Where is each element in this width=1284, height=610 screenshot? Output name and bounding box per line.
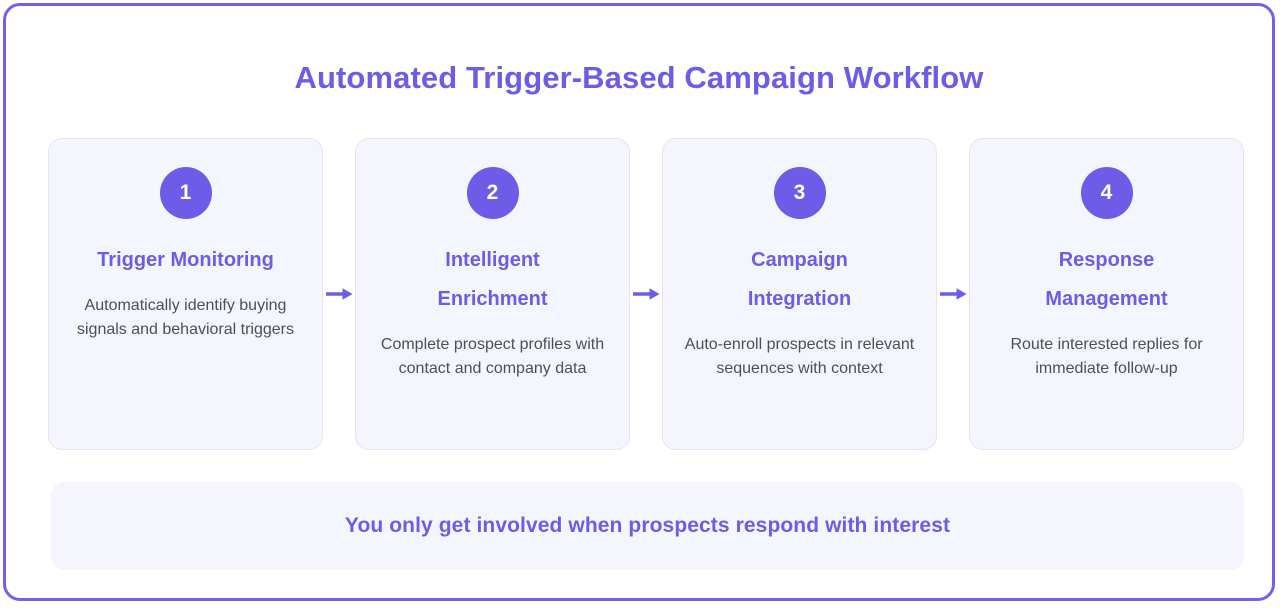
workflow-step-card[interactable]: 2 Intelligent Enrichment Complete prospe… bbox=[355, 138, 630, 450]
step-description: Auto-enroll prospects in relevant sequen… bbox=[684, 336, 915, 377]
step-description: Route interested replies for immediate f… bbox=[1010, 336, 1203, 377]
step-title: Campaign Integration bbox=[747, 249, 852, 310]
step-number-badge: 4 bbox=[1080, 167, 1133, 219]
step-description: Automatically identify buying signals an… bbox=[76, 297, 294, 338]
workflow-step-card[interactable]: 1 Trigger Monitoring Automatically ident… bbox=[48, 138, 323, 450]
step-title: Intelligent Enrichment bbox=[437, 249, 548, 310]
arrow-right-icon bbox=[937, 138, 969, 450]
page-title: Automated Trigger-Based Campaign Workflo… bbox=[294, 60, 984, 95]
step-description: Complete prospect profiles with contact … bbox=[380, 336, 605, 377]
summary-banner: You only get involved when prospects res… bbox=[51, 482, 1244, 570]
step-number-badge: 3 bbox=[773, 167, 826, 219]
summary-banner-text: You only get involved when prospects res… bbox=[344, 514, 951, 537]
arrow-right-icon bbox=[323, 138, 355, 450]
step-title: Response Management bbox=[1045, 249, 1168, 310]
workflow-steps-row: 1 Trigger Monitoring Automatically ident… bbox=[48, 138, 1244, 450]
step-number-badge: 2 bbox=[466, 167, 519, 219]
arrow-right-icon bbox=[630, 138, 662, 450]
workflow-step-card[interactable]: 3 Campaign Integration Auto-enroll prosp… bbox=[662, 138, 937, 450]
diagram-frame: Automated Trigger-Based Campaign Workflo… bbox=[3, 3, 1275, 601]
step-title: Trigger Monitoring bbox=[97, 249, 274, 271]
step-number-badge: 1 bbox=[159, 167, 212, 219]
workflow-step-card[interactable]: 4 Response Management Route interested r… bbox=[969, 138, 1244, 450]
